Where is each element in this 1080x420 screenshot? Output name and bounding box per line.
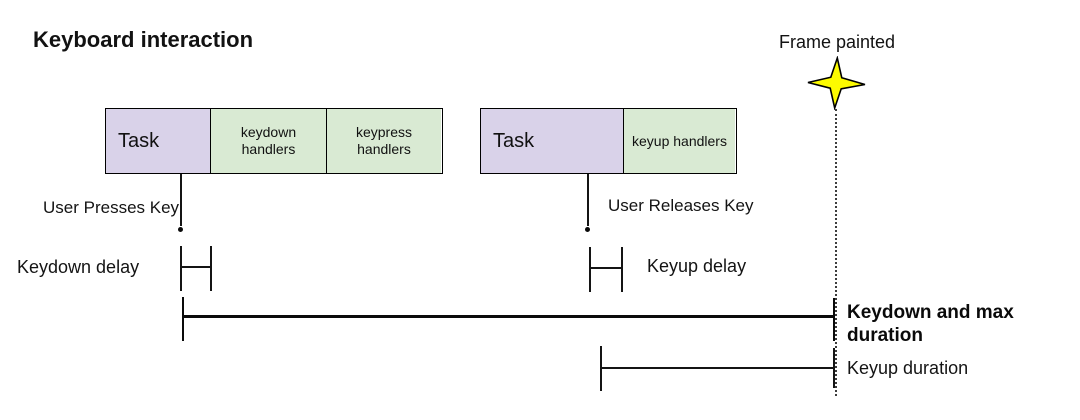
frame-painted-dotted-line [835,109,837,396]
press-event-arrow-dot [178,227,183,232]
keydown-handlers-label: keydown handlers [240,124,297,157]
task-label: Task [118,129,160,152]
keyup-delay-label: Keyup delay [647,256,747,276]
keyup-handlers-block: keyup handlers [623,109,735,173]
keydown-duration-line [182,315,835,318]
keydown-task-row: Task keydown handlers keypress handlers [105,108,443,174]
keyup-delay-left-tick [589,247,591,292]
keypress-handlers-block: keypress handlers [326,109,441,173]
keyup-delay-connector [589,267,622,269]
release-event-arrow-dot [585,227,590,232]
keydown-handlers-block: keydown handlers [210,109,326,173]
frame-painted-label: Frame painted [779,32,896,52]
user-releases-key-label: User Releases Key [608,196,754,215]
keyup-task-row: Task keyup handlers [480,108,737,174]
keydown-delay-label: Keydown delay [17,257,140,277]
task-block-keydown: Task [106,109,210,173]
diagram-title: Keyboard interaction [33,27,254,52]
keydown-delay-right-tick [210,246,212,291]
keydown-duration-left-cap [182,297,184,341]
keyup-duration-line [600,367,834,369]
user-presses-key-label: User Presses Key [43,198,180,217]
keyup-duration-left-cap [600,346,602,391]
keydown-delay-left-tick [180,246,182,291]
keyup-delay-right-tick [621,247,623,292]
keydown-delay-connector [180,266,211,268]
frame-painted-star-icon [807,56,866,110]
keypress-handlers-label: keypress handlers [355,124,413,157]
star-shape [807,56,866,110]
keyup-handlers-label: keyup handlers [632,132,727,149]
keyup-duration-label: Keyup duration [847,358,969,378]
keydown-max-duration-label: Keydown and max duration [847,302,1014,346]
task-label: Task [493,129,535,152]
release-event-arrow-line [587,174,589,226]
keydown-duration-right-cap [833,298,835,341]
task-block-keyup: Task [481,109,623,173]
press-event-arrow-line [180,174,182,226]
